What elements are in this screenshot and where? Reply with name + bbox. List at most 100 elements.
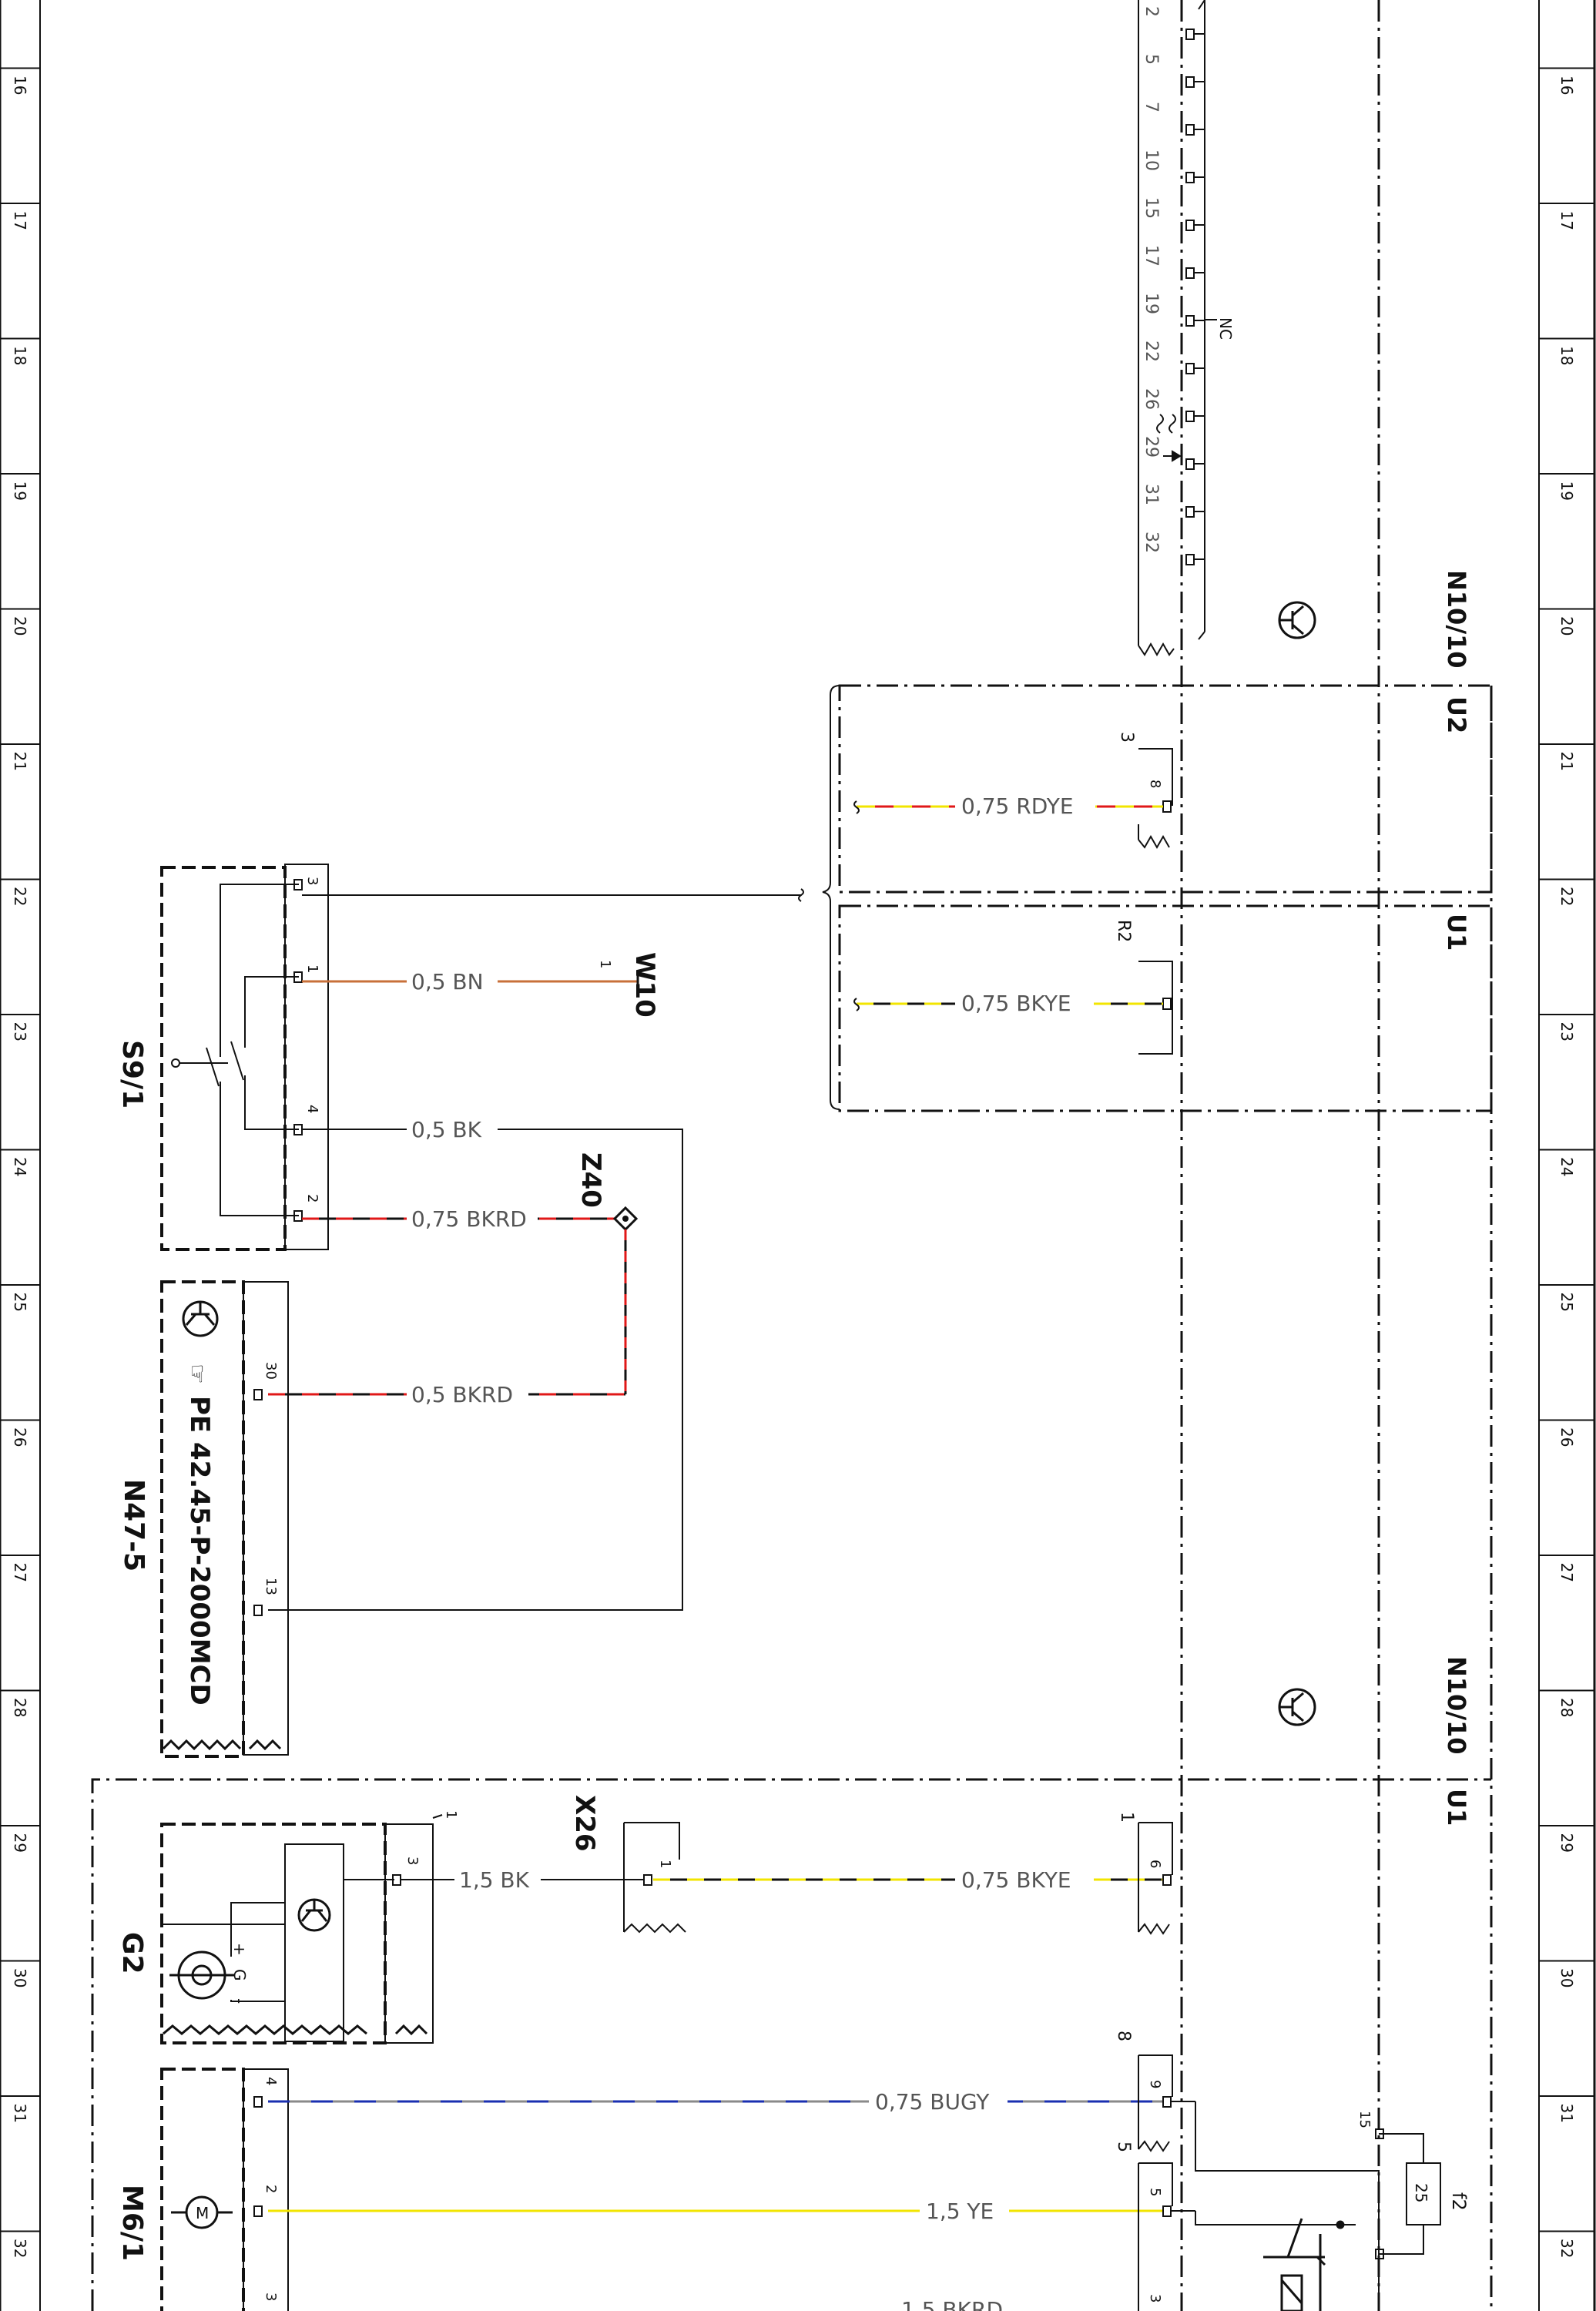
pin-label: 8 bbox=[1114, 2031, 1133, 2041]
n47-5-connector bbox=[243, 1281, 289, 1756]
z40-splice bbox=[612, 1206, 639, 1232]
component-label-s9-1: S9/1 bbox=[116, 1040, 148, 1109]
pin-label: 15 bbox=[1356, 2111, 1373, 2128]
row-number-label: 20 bbox=[1557, 616, 1576, 636]
s9-1-connector bbox=[284, 864, 329, 1250]
row-number-label: 28 bbox=[1557, 1698, 1576, 1717]
fuse-f2 bbox=[1375, 2128, 1441, 2259]
row-number-label: 26 bbox=[11, 1427, 29, 1447]
connector-pin bbox=[253, 1605, 263, 1616]
row-number-label: 30 bbox=[1557, 1968, 1576, 1987]
wire-label-bkye: 0,75 BKYE bbox=[961, 1867, 1071, 1893]
pin-label: 30 bbox=[263, 1362, 279, 1380]
module-label-u1: U1 bbox=[1442, 914, 1471, 951]
connector-pin bbox=[253, 2096, 263, 2108]
row-number-label: 27 bbox=[1557, 1563, 1576, 1582]
lower-module-boundary bbox=[91, 1778, 1491, 2311]
row-number-label: 32 bbox=[1557, 2239, 1576, 2258]
row-number-label: 23 bbox=[11, 1022, 29, 1041]
top-pin-terminal bbox=[1185, 506, 1195, 518]
label-bg bbox=[407, 1117, 498, 1142]
u1-connector bbox=[1138, 961, 1173, 1055]
label-bg bbox=[407, 1206, 538, 1231]
pin-label: 2 bbox=[263, 2185, 279, 2193]
pin-label: 3 bbox=[304, 877, 320, 885]
component-label-g2: G2 bbox=[116, 1932, 148, 1974]
m6-1-connector bbox=[243, 2068, 289, 2311]
pin-label: 3 bbox=[404, 1857, 421, 1865]
transistor-symbol bbox=[182, 1300, 219, 1337]
top-pin-terminal bbox=[1185, 267, 1195, 279]
top-pin-label: 7 bbox=[1142, 102, 1161, 112]
label-bg bbox=[955, 992, 1094, 1015]
row-number-label: 21 bbox=[11, 752, 29, 771]
top-pin-label: 31 bbox=[1142, 484, 1161, 505]
row-number-label: 17 bbox=[1557, 211, 1576, 230]
top-pin-terminal bbox=[1185, 172, 1195, 183]
s9-1-internals bbox=[171, 879, 303, 1222]
hand-pointer-icon: ☞ bbox=[183, 1363, 210, 1384]
wavy-break bbox=[162, 1739, 282, 1751]
row-number-label: 21 bbox=[1557, 752, 1576, 771]
transistor-symbol bbox=[1278, 601, 1316, 639]
g2-box bbox=[160, 1823, 387, 2044]
u1-lower-connector bbox=[1138, 1822, 1173, 1935]
connector-pin bbox=[253, 2205, 263, 2217]
pin-label: 5 bbox=[1114, 2142, 1133, 2152]
wire-break bbox=[798, 888, 804, 902]
pin-label: 4 bbox=[263, 2077, 279, 2085]
top-connector bbox=[1138, 0, 1217, 657]
pin-label: 6 bbox=[1147, 1860, 1163, 1868]
row-number-label: 29 bbox=[1557, 1833, 1576, 1853]
label-bg bbox=[407, 1382, 528, 1407]
motor-symbol: M bbox=[171, 2195, 233, 2229]
connector-lead bbox=[432, 1814, 443, 1819]
module-label-u1: U1 bbox=[1442, 1789, 1471, 1826]
fuse-label-f2: f2 bbox=[1448, 2192, 1470, 2211]
row-number-label: 25 bbox=[1557, 1293, 1576, 1312]
connector-pin bbox=[253, 1389, 263, 1400]
row-number-label: 20 bbox=[11, 616, 29, 636]
pin-label: 3 bbox=[263, 2293, 279, 2301]
top-pin-terminal bbox=[1185, 124, 1195, 136]
top-pin-label: 32 bbox=[1142, 532, 1161, 553]
component-label-x26: X26 bbox=[569, 1795, 600, 1852]
nc-label: NC bbox=[1216, 317, 1235, 340]
n47-5-reference: PE 42.45-P-2000MCD bbox=[184, 1396, 215, 1706]
pin-label: 1 bbox=[443, 1810, 459, 1819]
top-pin-terminal bbox=[1185, 220, 1195, 231]
bracket bbox=[822, 685, 840, 1110]
pin-label: - bbox=[230, 1998, 249, 2004]
transistor-symbol bbox=[297, 1898, 331, 1932]
top-pin-terminal bbox=[1185, 363, 1195, 374]
top-pin-label: 5 bbox=[1142, 54, 1161, 65]
top-pin-label: 17 bbox=[1142, 245, 1161, 267]
row-number-label: 18 bbox=[11, 346, 29, 365]
pin-label: 8 bbox=[1147, 780, 1163, 788]
pin-label: + bbox=[230, 1943, 249, 1956]
pin-label: 5 bbox=[1147, 2188, 1163, 2196]
generator-symbol bbox=[169, 1950, 234, 2000]
m6-1-box bbox=[160, 2068, 245, 2311]
pin-label: 1 bbox=[1117, 1812, 1136, 1823]
row-number-label: 19 bbox=[11, 481, 29, 501]
label-bg bbox=[955, 795, 1095, 818]
relay-contact bbox=[1263, 2218, 1345, 2311]
wire-label-bk: 0,5 BK bbox=[411, 1117, 482, 1142]
g2-connector bbox=[384, 1823, 434, 2044]
row-number-label: 22 bbox=[1557, 887, 1576, 906]
wire-label-15bk: 1,5 BK bbox=[459, 1867, 530, 1893]
row-number-label: 19 bbox=[1557, 481, 1576, 501]
top-pin-terminal bbox=[1185, 29, 1195, 40]
row-number-label: 17 bbox=[11, 211, 29, 230]
r2-label: R2 bbox=[1114, 920, 1133, 942]
top-pin-label: 29 bbox=[1142, 436, 1161, 458]
row-number-label: 30 bbox=[11, 1968, 29, 1987]
module-label-n10-10: N10/10 bbox=[1442, 1656, 1471, 1755]
row-number-label: 22 bbox=[11, 887, 29, 906]
row-number-label: 31 bbox=[1557, 2104, 1576, 2123]
left-row-rail bbox=[0, 0, 41, 2311]
